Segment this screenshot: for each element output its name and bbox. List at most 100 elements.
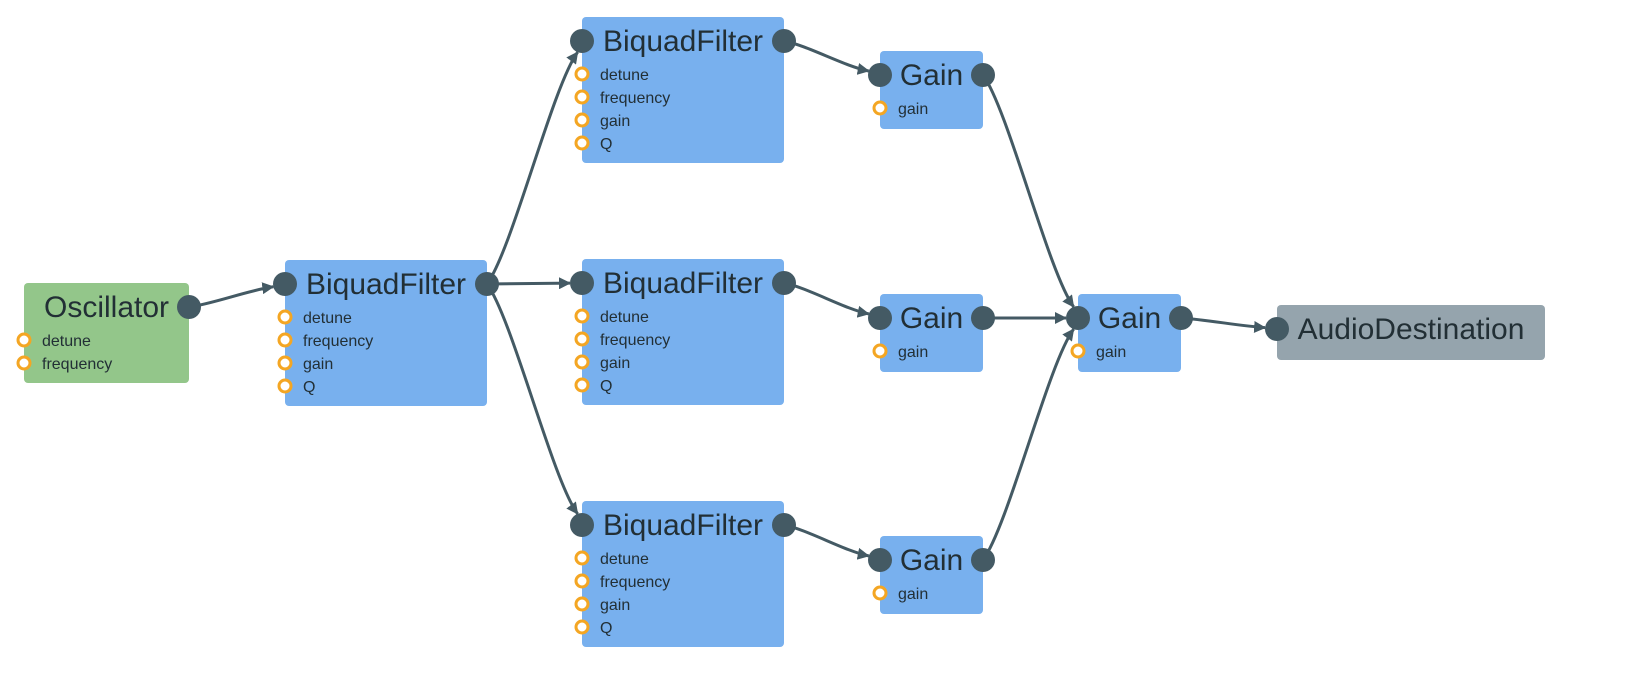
edge-osc-to-bq0[interactable] <box>188 282 275 309</box>
output-port[interactable] <box>971 548 995 572</box>
param-port-gain[interactable] <box>574 112 590 128</box>
node-dest[interactable]: AudioDestination <box>1265 305 1545 360</box>
param-port-detune[interactable] <box>574 308 590 324</box>
param-port-gain[interactable] <box>872 585 888 601</box>
param-label: frequency <box>600 574 670 591</box>
node-box[interactable] <box>880 294 983 372</box>
param-port-frequency[interactable] <box>574 573 590 589</box>
input-port[interactable] <box>1265 317 1289 341</box>
edge-bq0-to-bq2[interactable] <box>486 277 572 290</box>
param-label: gain <box>600 597 630 614</box>
edge-gm-to-dest[interactable] <box>1180 316 1267 333</box>
node-g3[interactable]: Gain gain <box>868 536 995 614</box>
param-port-gain[interactable] <box>574 596 590 612</box>
node-title: Gain <box>1098 302 1161 335</box>
node-box[interactable] <box>285 260 487 406</box>
node-box[interactable] <box>582 17 784 163</box>
param-port-frequency[interactable] <box>574 89 590 105</box>
input-port[interactable] <box>868 548 892 572</box>
param-label: frequency <box>42 356 112 373</box>
input-port[interactable] <box>570 271 594 295</box>
node-title: Gain <box>900 544 963 577</box>
param-port-gain[interactable] <box>574 354 590 370</box>
output-port[interactable] <box>772 513 796 537</box>
param-label: Q <box>303 379 315 396</box>
node-title: BiquadFilter <box>603 509 763 542</box>
edge-bq0-to-bq1[interactable] <box>485 51 579 285</box>
edge-bq2-to-g2[interactable] <box>783 281 870 318</box>
node-box[interactable] <box>582 501 784 647</box>
node-box[interactable] <box>1078 294 1181 372</box>
edge-g3-to-gm[interactable] <box>981 328 1075 561</box>
param-label: detune <box>600 67 649 84</box>
param-port-q[interactable] <box>277 378 293 394</box>
nodes-layer: OscillatordetunefrequencyBiquadFilterdet… <box>16 17 1545 647</box>
node-title: Oscillator <box>44 291 169 324</box>
output-port[interactable] <box>971 63 995 87</box>
param-label: Q <box>600 136 612 153</box>
param-port-detune[interactable] <box>277 309 293 325</box>
param-label: frequency <box>600 332 670 349</box>
node-box[interactable] <box>880 536 983 614</box>
param-port-q[interactable] <box>574 377 590 393</box>
output-port[interactable] <box>177 295 201 319</box>
input-port[interactable] <box>570 513 594 537</box>
param-port-detune[interactable] <box>16 332 32 348</box>
input-port[interactable] <box>1066 306 1090 330</box>
output-port[interactable] <box>971 306 995 330</box>
node-box[interactable] <box>880 51 983 129</box>
edge-bq1-to-g1[interactable] <box>783 39 870 75</box>
param-label: frequency <box>303 333 373 350</box>
param-label: detune <box>42 333 91 350</box>
edge-g1-to-gm[interactable] <box>981 74 1075 308</box>
param-port-detune[interactable] <box>574 66 590 82</box>
node-title: BiquadFilter <box>306 268 466 301</box>
param-label: gain <box>600 113 630 130</box>
param-port-gain[interactable] <box>872 100 888 116</box>
node-title: AudioDestination <box>1298 313 1525 346</box>
node-osc[interactable]: Oscillator detune frequency <box>16 283 201 383</box>
param-label: gain <box>1096 344 1126 361</box>
param-label: Q <box>600 378 612 395</box>
param-port-gain[interactable] <box>1070 343 1086 359</box>
param-label: gain <box>898 586 928 603</box>
param-port-gain[interactable] <box>277 355 293 371</box>
param-port-gain[interactable] <box>872 343 888 359</box>
param-label: detune <box>303 310 352 327</box>
node-title: BiquadFilter <box>603 25 763 58</box>
input-port[interactable] <box>868 63 892 87</box>
node-title: BiquadFilter <box>603 267 763 300</box>
param-label: detune <box>600 551 649 568</box>
input-port[interactable] <box>570 29 594 53</box>
input-port[interactable] <box>868 306 892 330</box>
param-label: gain <box>600 355 630 372</box>
param-label: gain <box>303 356 333 373</box>
edge-bq3-to-g3[interactable] <box>783 523 870 560</box>
output-port[interactable] <box>772 29 796 53</box>
param-port-q[interactable] <box>574 135 590 151</box>
param-port-frequency[interactable] <box>277 332 293 348</box>
param-port-frequency[interactable] <box>16 355 32 371</box>
output-port[interactable] <box>475 272 499 296</box>
param-label: Q <box>600 620 612 637</box>
node-box[interactable] <box>582 259 784 405</box>
node-box[interactable] <box>1277 305 1545 360</box>
output-port[interactable] <box>1169 306 1193 330</box>
param-port-detune[interactable] <box>574 550 590 566</box>
node-gm[interactable]: Gain gain <box>1066 294 1193 372</box>
output-port[interactable] <box>772 271 796 295</box>
node-box[interactable] <box>24 283 189 383</box>
param-port-frequency[interactable] <box>574 331 590 347</box>
input-port[interactable] <box>273 272 297 296</box>
edge-bq0-to-bq3[interactable] <box>485 283 579 515</box>
param-port-q[interactable] <box>574 619 590 635</box>
param-label: frequency <box>600 90 670 107</box>
param-label: detune <box>600 309 649 326</box>
